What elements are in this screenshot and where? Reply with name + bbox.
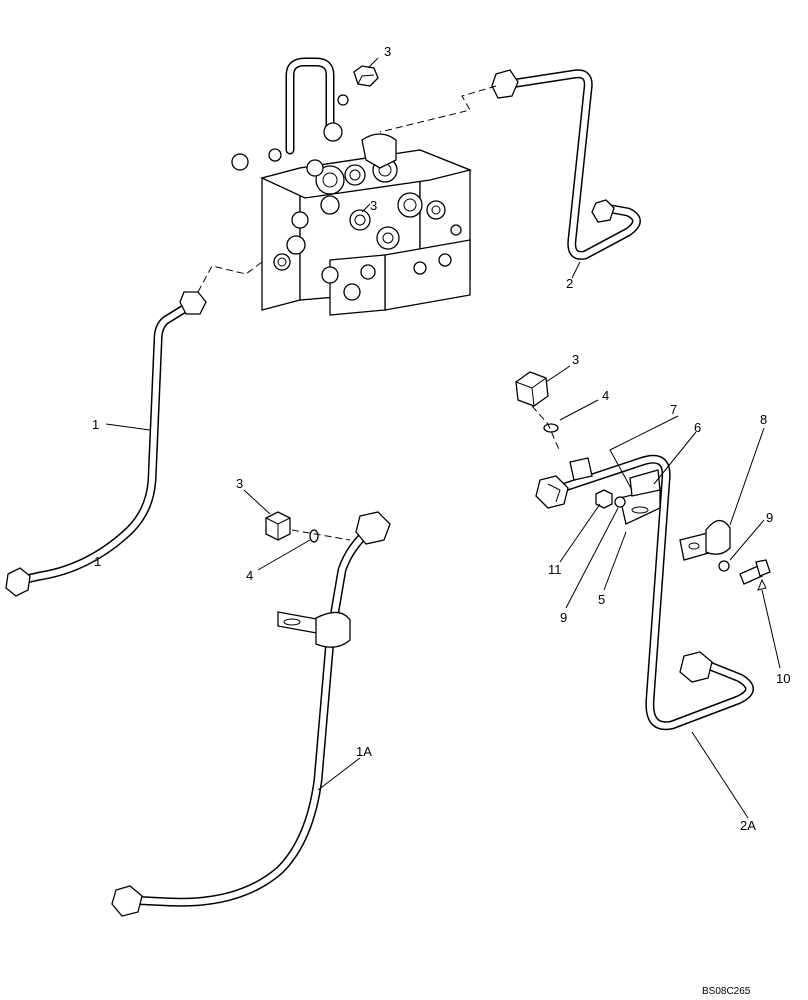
tube-2A bbox=[535, 454, 754, 731]
callout-3-right: 3 bbox=[572, 352, 579, 367]
callout-9-right: 9 bbox=[766, 510, 773, 525]
callout-6: 6 bbox=[694, 420, 701, 435]
callout-2A: 2A bbox=[740, 818, 756, 833]
callout-3-left: 3 bbox=[236, 476, 243, 491]
callout-2: 2 bbox=[566, 276, 573, 291]
tube-1 bbox=[5, 291, 207, 597]
nut-11 bbox=[595, 489, 613, 509]
callout-1: 1 bbox=[92, 417, 99, 432]
callout-5: 5 bbox=[598, 592, 605, 607]
callout-1A: 1A bbox=[356, 744, 372, 759]
o-ring-left bbox=[309, 529, 319, 543]
callout-4-right: 4 bbox=[602, 388, 609, 403]
callout-9-low: 9 bbox=[560, 610, 567, 625]
callout-11: 11 bbox=[548, 562, 562, 577]
washer-9-right bbox=[718, 560, 730, 572]
bolt-10 bbox=[739, 559, 771, 585]
tube-2 bbox=[491, 69, 641, 260]
control-valve-assembly bbox=[231, 57, 473, 316]
tube-2-connection-line bbox=[379, 85, 497, 133]
callout-1-on-tube: 1 bbox=[94, 554, 101, 569]
callout-8: 8 bbox=[760, 412, 767, 427]
hex-nut-right bbox=[515, 371, 549, 407]
hex-nut-top bbox=[353, 65, 379, 87]
tube-1-connection-line bbox=[197, 261, 263, 293]
washer-9-left bbox=[614, 496, 626, 508]
drawing-code: BS08C265 bbox=[702, 986, 751, 997]
callout-3-mid: 3 bbox=[370, 198, 377, 213]
leader-lines bbox=[105, 57, 781, 819]
left-fitting-line bbox=[291, 529, 351, 541]
callout-4-left: 4 bbox=[246, 568, 253, 583]
callout-7: 7 bbox=[670, 402, 677, 417]
right-fitting-line bbox=[531, 405, 561, 453]
tube-1A bbox=[111, 511, 391, 917]
callout-3-top: 3 bbox=[384, 44, 391, 59]
hex-nut-left bbox=[265, 511, 291, 541]
o-ring-right bbox=[543, 423, 559, 433]
clamp-bracket-8 bbox=[679, 519, 731, 561]
callout-10: 10 bbox=[776, 671, 790, 686]
